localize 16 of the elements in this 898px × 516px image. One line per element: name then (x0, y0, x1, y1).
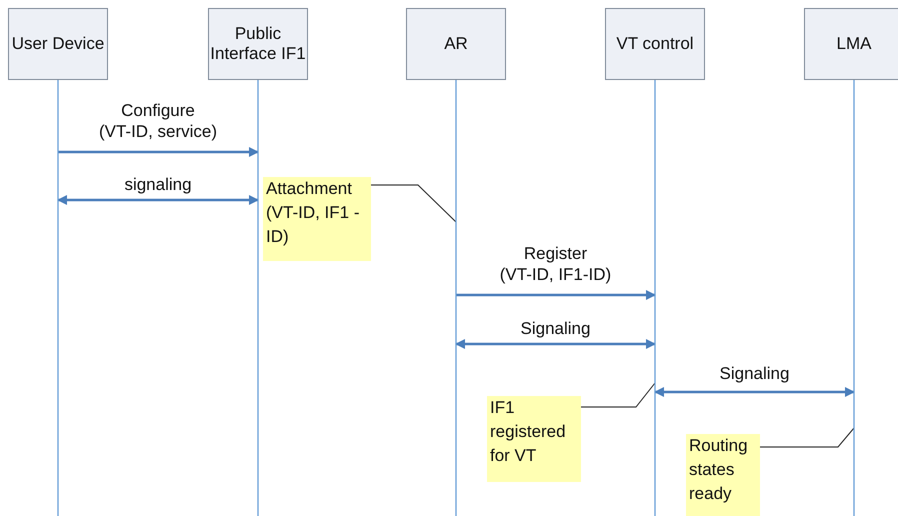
participant-box: Public Interface IF1 (208, 8, 308, 80)
message-arrow (57, 195, 259, 205)
message-arrow (455, 339, 656, 349)
participant-box: AR (406, 8, 506, 80)
participant-box: User Device (8, 8, 108, 80)
message-arrow (58, 147, 259, 157)
note-box: Attachment (VT-ID, IF1 -ID) (263, 177, 371, 261)
message-arrow (654, 387, 855, 397)
note-box: Routing states ready (686, 434, 760, 516)
leader-line (760, 428, 854, 448)
leader-line (370, 184, 456, 222)
leader-line (580, 382, 656, 408)
note-box: IF1 registered for VT (487, 396, 581, 482)
message-arrow (456, 290, 656, 300)
participant-box: LMA (804, 8, 898, 80)
participant-box: VT control (605, 8, 705, 80)
